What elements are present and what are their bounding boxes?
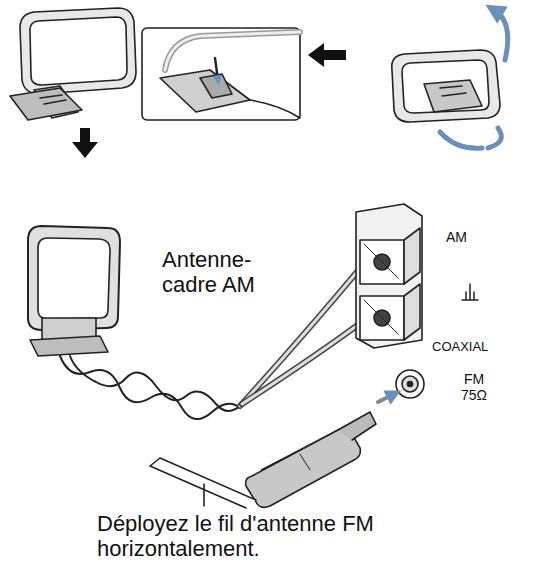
antenna-terminal-block [356, 204, 422, 348]
terminal-label: AM [446, 230, 486, 246]
loop-antenna-top-left [10, 8, 136, 120]
ground-symbol [462, 284, 478, 300]
step-arrow [72, 128, 98, 158]
step-arrow [308, 43, 346, 67]
terminal-label: FM 75Ω [452, 372, 496, 403]
am-loop-antenna [28, 226, 120, 356]
part-label: Antenne-cadre AM [162, 248, 292, 297]
fm-coaxial-jack [378, 370, 424, 402]
terminal-label: COAXIAL [432, 340, 512, 355]
instruction-note: Déployez le fil d'antenne FM horizontale… [97, 512, 387, 561]
loop-antenna-top-right [392, 10, 508, 148]
detail-inset [142, 28, 300, 120]
fm-wire-antenna [150, 412, 376, 508]
